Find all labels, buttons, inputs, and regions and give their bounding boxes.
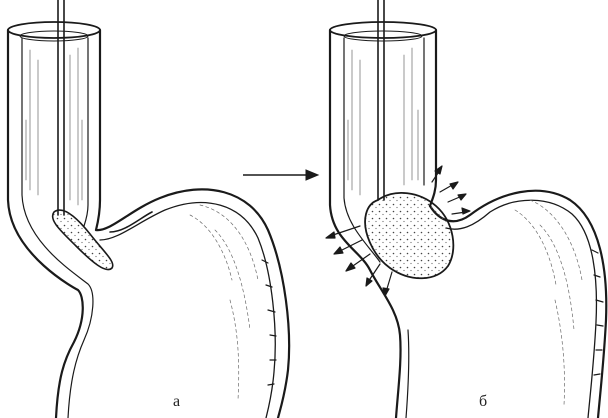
tube-hatching [26,48,82,205]
esophagus-right-wall [96,30,100,230]
stomach-shading-b [515,200,582,405]
stomach-outer-wall [96,189,289,418]
stomach-inner-wall-b [446,200,596,418]
caption-a: а [173,394,180,410]
caption-b: б [479,394,487,410]
tube-top-rim [8,22,100,38]
tube-top-rim-b [330,22,436,38]
panel-b [326,0,606,418]
stomach-outer-wall-b [430,191,606,418]
tube-hatching-b [348,48,418,195]
stomach-inner-wall [100,203,275,418]
esophagus-inner-right [84,38,88,226]
transition-arrow [243,170,318,180]
stomach-shading [190,205,258,400]
panel-a [8,0,289,418]
